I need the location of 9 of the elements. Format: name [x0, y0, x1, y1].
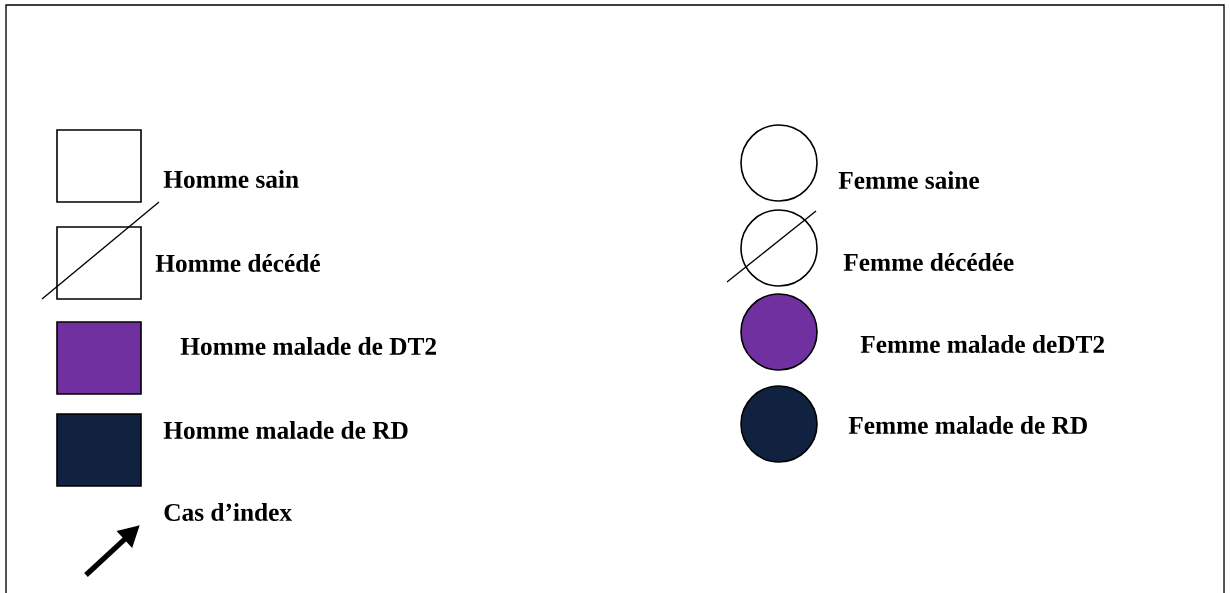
legend-label: Femme malade de RD [848, 416, 1087, 434]
legend-label: Homme malade de DT2 [180, 337, 436, 355]
legend-label: Femme décédée [843, 253, 1014, 271]
legend-label: Homme sain [163, 170, 299, 188]
legend-label: Homme décédé [155, 254, 320, 272]
legend-label: Cas d’index [164, 503, 292, 521]
legend-label: Homme malade de RD [163, 421, 408, 439]
legend-label: Femme malade deDT2 [860, 335, 1104, 353]
legend-label: Femme saine [838, 171, 979, 189]
